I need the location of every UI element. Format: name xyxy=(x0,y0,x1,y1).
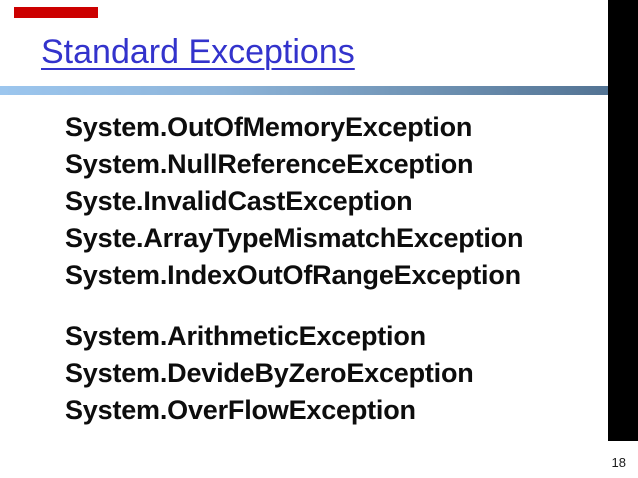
slide-title: Standard Exceptions xyxy=(41,33,355,71)
exception-line: System.ArithmeticException xyxy=(65,321,426,351)
red-accent-bar xyxy=(14,7,98,18)
exception-line: System.DevideByZeroException xyxy=(65,358,474,388)
exception-line: System.NullReferenceException xyxy=(65,149,474,179)
exception-line: System.OutOfMemoryException xyxy=(65,112,473,142)
exception-line: System.OverFlowException xyxy=(65,395,416,425)
exception-line: System.IndexOutOfRangeException xyxy=(65,260,521,290)
exception-line: Syste.InvalidCastException xyxy=(65,186,413,216)
exception-line: Syste.ArrayTypeMismatchException xyxy=(65,223,524,253)
page-number: 18 xyxy=(611,455,626,470)
title-divider-rule xyxy=(0,86,638,95)
right-side-bar xyxy=(608,0,638,441)
